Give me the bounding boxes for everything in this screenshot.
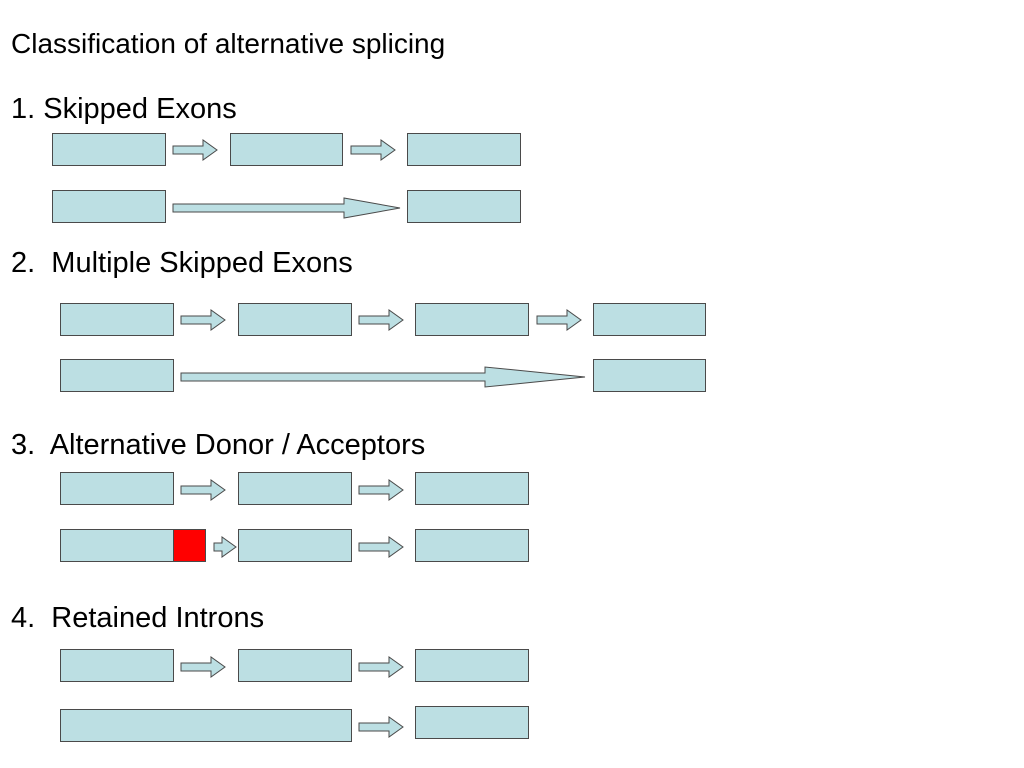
junction-arrow bbox=[180, 656, 226, 678]
junction-arrow bbox=[358, 309, 404, 331]
exon bbox=[60, 303, 174, 336]
exon bbox=[52, 190, 166, 223]
section-heading-multiple-skipped-exons: 2. Multiple Skipped Exons bbox=[11, 247, 353, 279]
skip-arrow bbox=[172, 197, 401, 219]
exon bbox=[60, 529, 174, 562]
junction-arrow bbox=[358, 479, 404, 501]
junction-arrow bbox=[358, 716, 404, 738]
exon bbox=[407, 190, 521, 223]
junction-arrow bbox=[180, 309, 226, 331]
exon bbox=[415, 303, 529, 336]
exon bbox=[593, 359, 706, 392]
junction-arrow bbox=[358, 656, 404, 678]
alternative-splice-site bbox=[173, 529, 206, 562]
retained-intron-exon bbox=[60, 709, 352, 742]
junction-arrow bbox=[350, 139, 396, 161]
section-heading-skipped-exons: 1. Skipped Exons bbox=[11, 93, 237, 125]
junction-arrow bbox=[213, 536, 237, 558]
exon bbox=[415, 649, 529, 682]
exon bbox=[60, 649, 174, 682]
exon bbox=[230, 133, 343, 166]
exon bbox=[415, 529, 529, 562]
section-heading-alternative-donor-acceptors: 3. Alternative Donor / Acceptors bbox=[11, 429, 426, 461]
exon bbox=[593, 303, 706, 336]
section-heading-retained-introns: 4. Retained Introns bbox=[11, 602, 265, 634]
page-title: Classification of alternative splicing bbox=[11, 28, 446, 59]
exon bbox=[407, 133, 521, 166]
skip-arrow bbox=[180, 366, 586, 388]
exon bbox=[238, 529, 352, 562]
exon bbox=[60, 359, 174, 392]
exon bbox=[415, 706, 529, 739]
exon bbox=[52, 133, 166, 166]
junction-arrow bbox=[172, 139, 218, 161]
exon bbox=[238, 303, 352, 336]
junction-arrow bbox=[180, 479, 226, 501]
exon bbox=[238, 472, 352, 505]
exon bbox=[60, 472, 174, 505]
exon bbox=[238, 649, 352, 682]
junction-arrow bbox=[536, 309, 582, 331]
exon bbox=[415, 472, 529, 505]
junction-arrow bbox=[358, 536, 404, 558]
